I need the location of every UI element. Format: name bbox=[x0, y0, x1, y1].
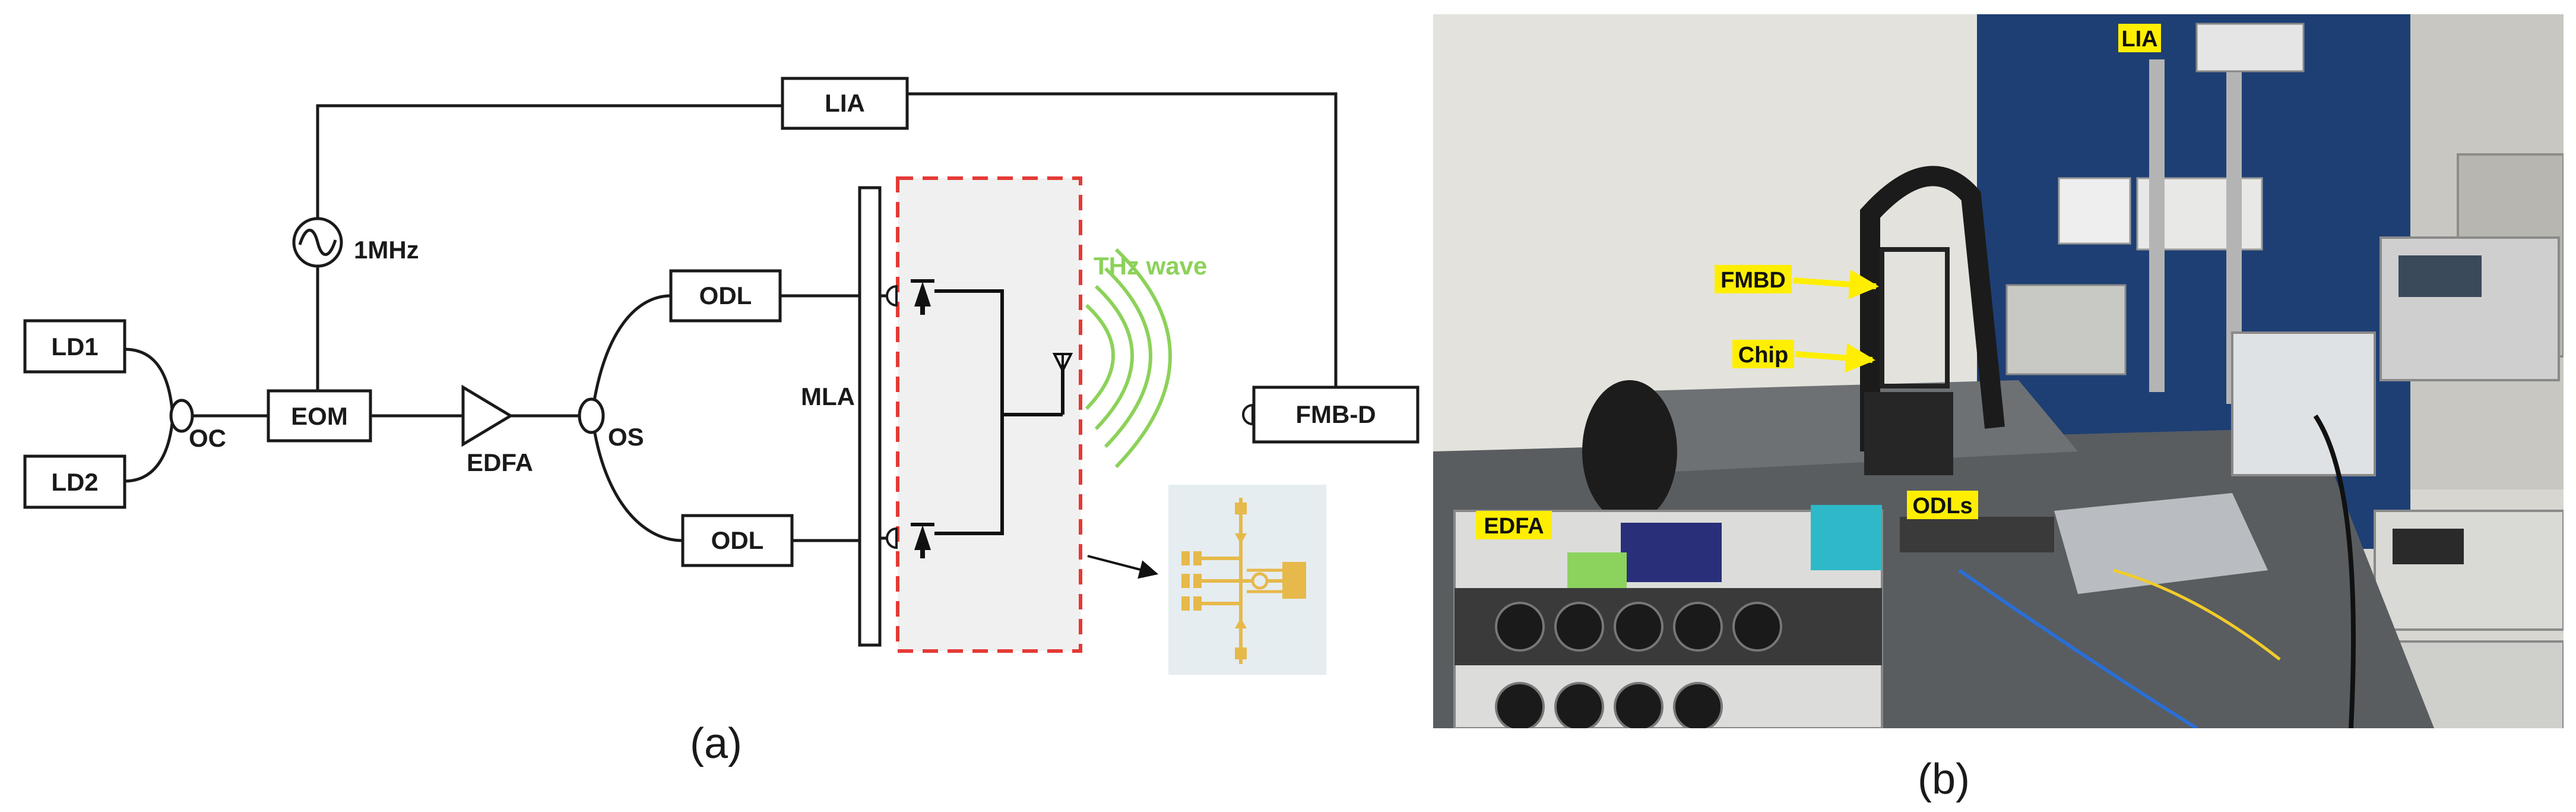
odl-top-label: ODL bbox=[699, 282, 752, 309]
arch-mount bbox=[1860, 166, 2005, 451]
antenna-icon bbox=[1052, 353, 1073, 374]
wall-sign bbox=[2058, 177, 2131, 245]
fmbd-box: FMB-D bbox=[1242, 386, 1420, 444]
lia-label: LIA bbox=[825, 89, 865, 117]
lens-bottom-icon bbox=[886, 527, 898, 549]
tag-edfa-label: EDFA bbox=[1484, 514, 1544, 539]
oscilloscope bbox=[2005, 284, 2127, 375]
os-to-odl-top bbox=[592, 294, 671, 405]
fmbd-lens-icon bbox=[1242, 403, 1254, 426]
odl-top-box: ODL bbox=[669, 269, 782, 323]
edfa-amplifier: EDFA bbox=[461, 384, 533, 476]
panel-b-photo: LIA FMBD Chip ODLs EDFA bbox=[1433, 14, 2564, 728]
ld2-fiber bbox=[124, 422, 174, 483]
monitor bbox=[2231, 331, 2376, 476]
odl-rail bbox=[1900, 517, 2054, 552]
ld1-fiber bbox=[124, 347, 174, 410]
tag-chip-label: Chip bbox=[1738, 343, 1788, 368]
os-to-odl-bottom bbox=[592, 426, 683, 542]
eom-box: EOM bbox=[267, 389, 372, 443]
tag-odls-label: ODLs bbox=[1912, 494, 1972, 519]
oc-coupler: OC bbox=[169, 399, 226, 452]
ld2-label: LD2 bbox=[51, 468, 98, 496]
tag-odls: ODLs bbox=[1907, 491, 1978, 519]
mla-label: MLA bbox=[801, 383, 855, 410]
control-box bbox=[2054, 493, 2268, 594]
chair bbox=[1582, 380, 1677, 523]
osc-label: 1MHz bbox=[354, 236, 419, 264]
thz-wave-label: THz wave bbox=[1094, 252, 1207, 280]
splitter-icon bbox=[578, 397, 605, 434]
photodiode-top-icon bbox=[911, 279, 934, 315]
chip-layout-inset bbox=[1168, 485, 1326, 675]
oc-label: OC bbox=[189, 424, 226, 452]
lens-top-icon bbox=[886, 285, 898, 307]
cyan-mount bbox=[1811, 505, 1882, 570]
tag-lia: LIA bbox=[2118, 24, 2161, 52]
chip-arrow bbox=[1795, 343, 1875, 373]
panel-b-caption: (b) bbox=[1918, 756, 1970, 803]
tag-edfa: EDFA bbox=[1476, 511, 1552, 539]
lia-instrument bbox=[2195, 23, 2305, 72]
blue-module bbox=[1621, 523, 1722, 582]
lia-line-right bbox=[907, 92, 1338, 393]
odl-bottom-box: ODL bbox=[681, 514, 794, 567]
eom-label: EOM bbox=[291, 402, 348, 430]
tag-lia-label: LIA bbox=[2121, 27, 2157, 52]
chip-region bbox=[886, 176, 1082, 653]
thz-wave-icon bbox=[1085, 248, 1172, 469]
fmbd-arrow bbox=[1792, 269, 1879, 299]
ld1-label: LD1 bbox=[51, 333, 98, 361]
odl-bottom-label: ODL bbox=[711, 526, 764, 554]
edfa-label: EDFA bbox=[467, 448, 533, 476]
os-label: OS bbox=[608, 423, 644, 451]
coupler-icon bbox=[169, 399, 194, 433]
photodiode-bottom-icon bbox=[911, 523, 934, 558]
ld2-box: LD2 bbox=[23, 454, 126, 509]
ld1-box: LD1 bbox=[23, 319, 126, 374]
os-splitter: OS bbox=[578, 397, 644, 451]
tag-chip: Chip bbox=[1732, 340, 1875, 373]
oscillator: 1MHz bbox=[292, 217, 419, 268]
panel-a-caption: (a) bbox=[690, 720, 742, 767]
zoom-arrow bbox=[1087, 555, 1159, 579]
mla-array: MLA bbox=[801, 186, 882, 647]
lia-box: LIA bbox=[781, 77, 909, 130]
tag-fmbd: FMBD bbox=[1715, 265, 1879, 299]
fmbd-label: FMB-D bbox=[1295, 400, 1376, 428]
panel-a-schematic bbox=[124, 92, 1338, 542]
tag-fmbd-label: FMBD bbox=[1720, 268, 1786, 293]
amplifier-icon bbox=[461, 384, 514, 447]
